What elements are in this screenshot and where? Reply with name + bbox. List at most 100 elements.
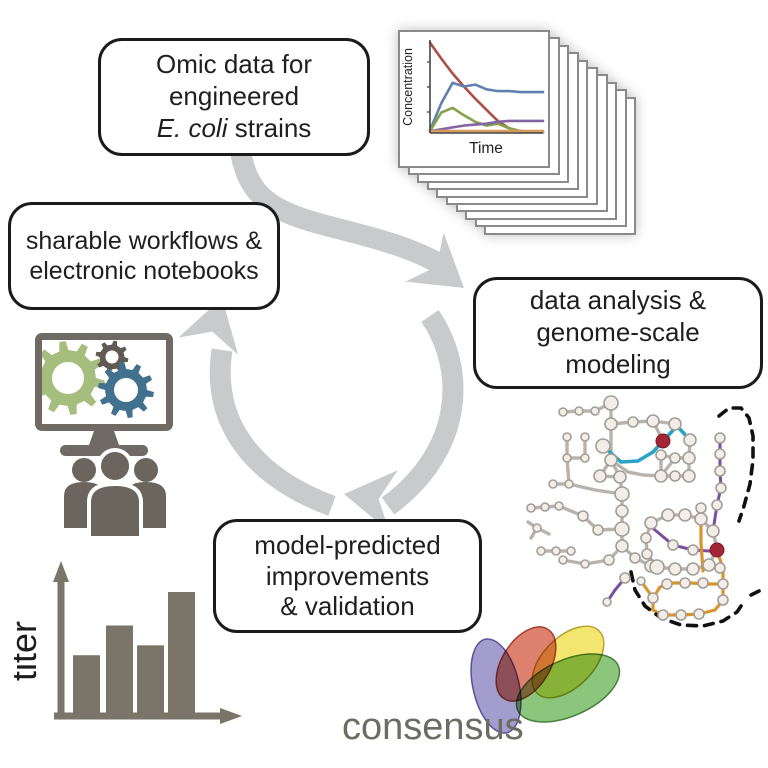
metabolite-node xyxy=(667,539,679,551)
metabolite-node xyxy=(548,479,558,489)
titer-axis-label: titer xyxy=(14,621,44,681)
metabolite-node xyxy=(706,524,720,538)
metabolite-node xyxy=(590,406,600,416)
metabolite-node xyxy=(551,546,561,556)
arrow-model-to-workflows xyxy=(209,348,336,516)
titer-x-arrowhead xyxy=(220,708,242,724)
titer-y-arrowhead xyxy=(53,561,69,582)
metabolite-node xyxy=(682,469,696,483)
gear-blue-icon xyxy=(98,362,154,418)
metabolite-node xyxy=(641,548,653,560)
metabolite-node xyxy=(614,486,630,502)
metabolite-node xyxy=(644,516,658,530)
metabolite-node xyxy=(714,465,726,477)
box-workflows-line1: sharable workflows & xyxy=(25,226,263,255)
metabolite-node xyxy=(687,544,699,556)
box-analysis-line2: genome-scale xyxy=(536,317,700,348)
metabolite-node xyxy=(647,592,659,604)
network-edge xyxy=(561,401,613,414)
highlighted-metabolite-node xyxy=(709,542,725,558)
metabolite-node xyxy=(682,451,696,465)
people-icon xyxy=(64,448,166,540)
metabolite-node xyxy=(613,470,627,484)
consensus-label: consensus xyxy=(342,706,524,748)
series-biomass xyxy=(428,81,545,132)
metabolite-node xyxy=(714,562,726,574)
metabolite-node xyxy=(657,609,669,621)
metabolite-node xyxy=(562,453,572,463)
box-model-line1: model-predicted xyxy=(254,529,441,560)
metabolite-node xyxy=(646,414,660,428)
metabolite-node xyxy=(574,406,584,416)
metabolite-node xyxy=(614,521,630,537)
box-omic-data: Omic data for engineered E. coli strains xyxy=(98,38,370,156)
gears-group xyxy=(42,340,154,418)
metabolite-node xyxy=(717,594,729,606)
metabolite-node xyxy=(540,502,550,512)
metabolite-node xyxy=(668,562,682,576)
metabolite-node xyxy=(580,453,590,463)
metabolite-node xyxy=(695,502,707,514)
metabolite-node xyxy=(602,597,612,607)
metabolite-node xyxy=(661,508,675,522)
metabolite-node xyxy=(562,432,572,442)
plot-xlabel: Time xyxy=(469,140,503,157)
box-model-line2: improvements xyxy=(265,560,430,591)
metabolite-node xyxy=(717,578,729,590)
highlighted-metabolite-node xyxy=(655,433,671,449)
ecoli-italic: E. coli xyxy=(156,112,228,143)
metabolite-node xyxy=(678,508,692,522)
metabolite-node xyxy=(615,539,629,553)
box-omic-line1: Omic data for xyxy=(155,49,313,80)
series-substrate xyxy=(428,41,545,134)
box-analysis-line1: data analysis & xyxy=(529,285,707,316)
metabolite-node xyxy=(532,523,542,533)
metabolite-node xyxy=(668,417,682,431)
box-omic-line3: E. coli strains xyxy=(157,113,312,145)
metabolite-node xyxy=(629,552,641,564)
network-edge xyxy=(567,482,624,496)
metabolite-node xyxy=(693,608,705,620)
arrow-omic-to-analysis xyxy=(229,146,451,277)
box-analysis-line3: modeling xyxy=(565,348,671,379)
metabolite-node xyxy=(702,558,716,572)
metabolite-node xyxy=(697,577,709,589)
metabolite-node xyxy=(558,407,568,417)
metabolite-node xyxy=(580,559,590,569)
metabolite-node xyxy=(669,452,681,464)
metabolite-node xyxy=(577,510,589,522)
strains-text: strains xyxy=(227,112,312,143)
metabolite-node xyxy=(640,532,652,544)
consensus-venn xyxy=(470,625,621,734)
metabolite-node xyxy=(649,559,665,575)
metabolite-node xyxy=(554,501,564,511)
metabolite-node xyxy=(711,499,723,511)
titer-bar xyxy=(106,625,133,716)
titer-bar xyxy=(73,655,100,716)
gear-green-icon xyxy=(42,341,105,415)
titer-bar-chart: titer xyxy=(14,561,242,724)
metabolite-node xyxy=(558,555,568,565)
metabolite-node xyxy=(636,576,646,586)
arrow-analysis-to-model xyxy=(381,310,464,515)
monitor-gears-icon xyxy=(35,333,173,456)
cell-boundary-dashed xyxy=(629,570,747,628)
box-workflows-line2: electronic notebooks xyxy=(29,257,259,285)
metabolite-node xyxy=(526,503,536,513)
arrowhead-to-workflows xyxy=(178,298,239,355)
box-data-analysis: data analysis & genome-scale modeling xyxy=(473,277,763,389)
metabolite-node xyxy=(675,609,687,621)
metabolite-node xyxy=(679,577,691,589)
box-omic-line2: engineered xyxy=(168,81,300,112)
metabolite-node xyxy=(683,433,697,447)
cell-boundary-dashed xyxy=(717,406,755,523)
metabolite-node xyxy=(615,504,629,518)
metabolite-node xyxy=(603,395,619,411)
arrowhead-to-model xyxy=(344,470,398,532)
metabolic-network xyxy=(526,395,765,628)
network-edge xyxy=(609,458,663,478)
network-edge-colored xyxy=(699,517,705,573)
